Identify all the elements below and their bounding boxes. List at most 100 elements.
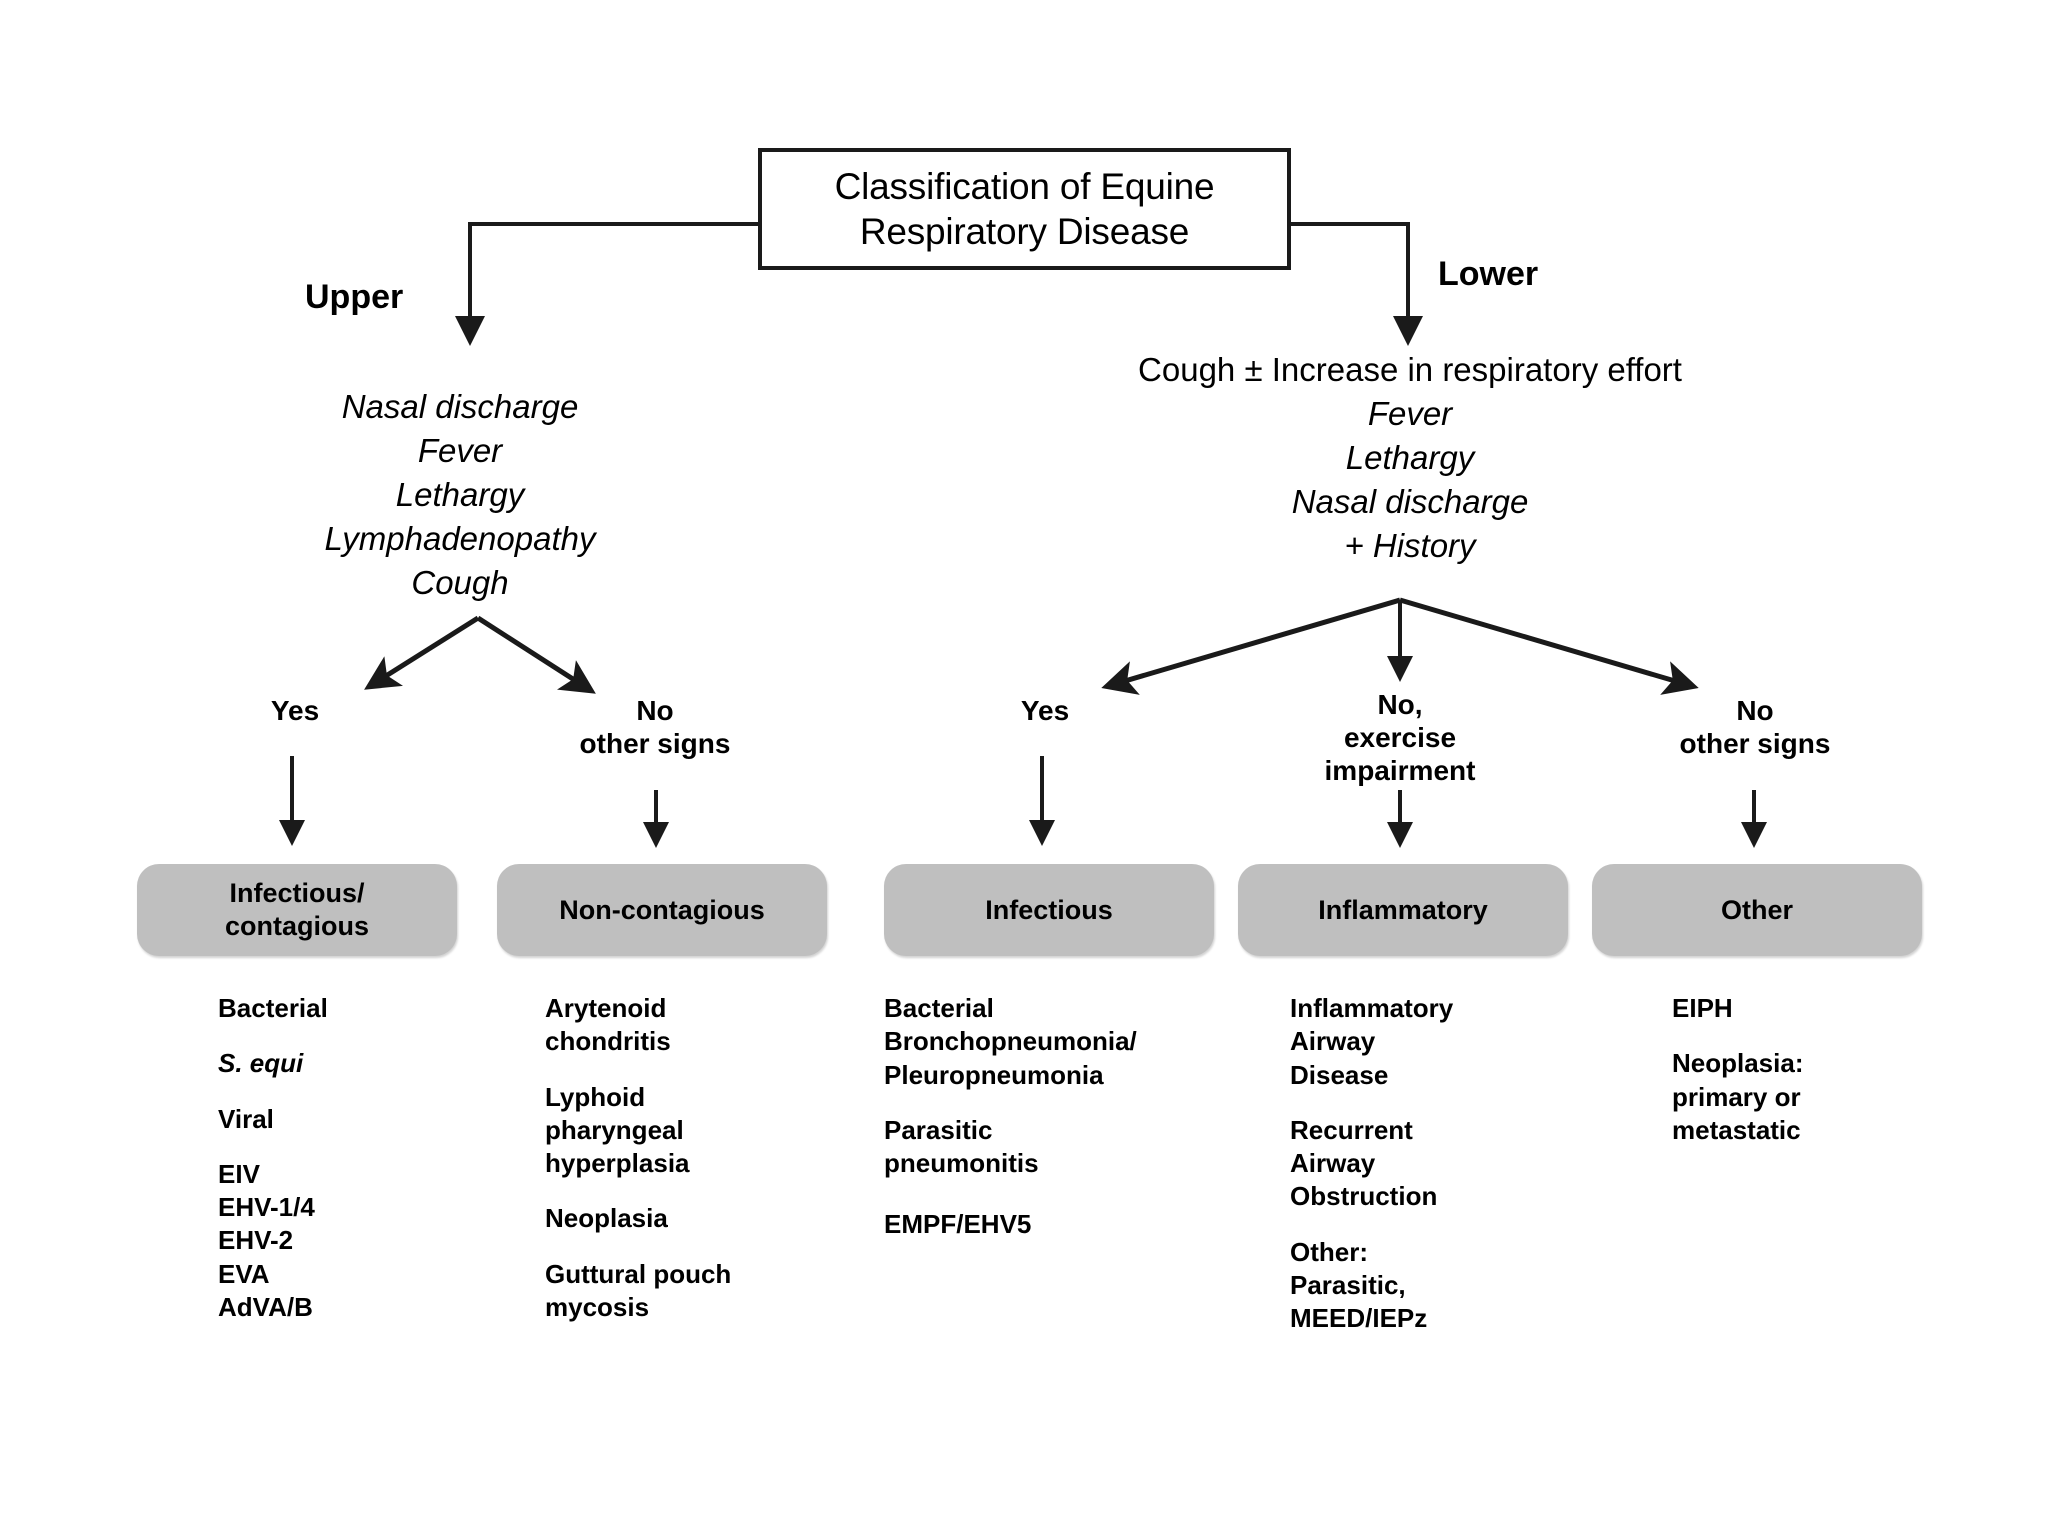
lower-fork-middle-line — [1398, 600, 1402, 662]
stem-lower-mid-arrow — [1387, 822, 1413, 848]
diagram-title-box: Classification of Equine Respiratory Dis… — [758, 148, 1291, 270]
detail-item: EIPH — [1672, 993, 1733, 1023]
upper-symptom-4: Cough — [411, 563, 509, 601]
stem-lower-mid — [1398, 790, 1402, 830]
detail-list-inflammatory: Inflammatory Airway Disease Recurrent Ai… — [1290, 992, 1570, 1335]
category-box-infectious-line1: Infectious — [985, 894, 1113, 925]
detail-item: Recurrent — [1290, 1114, 1413, 1145]
title-line-2: Respiratory Disease — [859, 211, 1190, 252]
connector-top-right-horizontal — [1288, 222, 1410, 226]
detail-list-other: EIPH Neoplasia: primary or metastatic — [1672, 992, 1952, 1147]
upper-symptom-0: Nasal discharge — [341, 388, 579, 425]
detail-item: Bacterial — [218, 993, 328, 1023]
lower-mid-text-2: exercise — [1343, 722, 1457, 754]
lower-fork-right-label: No other signs — [1640, 694, 1870, 760]
detail-item: Viral — [218, 1103, 274, 1134]
lower-fork-middle-arrow — [1387, 656, 1413, 682]
detail-item: Bacterial — [884, 993, 994, 1023]
category-box-non-contagious[interactable]: Non-contagious — [497, 864, 827, 956]
upper-fork-right-arrow — [476, 615, 596, 694]
lower-symptom-2: Lethargy — [1345, 438, 1475, 476]
category-box-non-contagious-line1: Non-contagious — [559, 894, 765, 925]
detail-item: EMPF/EHV5 — [884, 1209, 1032, 1240]
upper-yes-text: Yes — [270, 695, 320, 726]
category-box-other[interactable]: Other — [1592, 864, 1922, 956]
upper-no-text-1: No — [636, 695, 674, 726]
category-box-other-line1: Other — [1720, 894, 1793, 925]
lower-symptom-list: Cough ± Increase in respiratory effort F… — [1030, 348, 1790, 567]
detail-item: Parasitic, — [1290, 1269, 1406, 1300]
detail-item: Parasitic — [884, 1114, 993, 1145]
arrow-upper-branch — [455, 316, 485, 346]
detail-item: primary or — [1672, 1081, 1801, 1112]
connector-top-left-vertical — [468, 222, 472, 322]
connector-top-right-vertical — [1406, 222, 1410, 322]
lower-fork-right-arrow — [1399, 597, 1699, 695]
detail-item: Neoplasia — [545, 1203, 668, 1234]
lower-symptom-1: Fever — [1367, 394, 1453, 432]
detail-item: chondritis — [545, 1026, 671, 1057]
stem-upper-yes — [290, 756, 294, 826]
category-box-inflammatory[interactable]: Inflammatory — [1238, 864, 1568, 956]
stem-lower-right — [1752, 790, 1756, 830]
lower-fork-left-arrow — [1101, 597, 1401, 695]
detail-item: Disease — [1290, 1059, 1389, 1090]
branch-label-lower: Lower — [1438, 255, 1539, 293]
detail-item: Obstruction — [1290, 1181, 1438, 1212]
detail-item: hyperplasia — [545, 1148, 690, 1179]
detail-item: Guttural pouch — [545, 1258, 732, 1289]
detail-item: EVA — [218, 1258, 270, 1289]
upper-fork-left-arrow — [364, 615, 480, 690]
stem-upper-yes-arrow — [279, 820, 305, 846]
stem-lower-yes — [1040, 756, 1044, 826]
category-box-infectious-contagious-line1: Infectious/ — [229, 878, 365, 909]
lower-fork-yes-label: Yes — [985, 694, 1105, 727]
branch-label-upper: Upper — [305, 278, 404, 316]
detail-item: S. equi — [218, 1048, 304, 1079]
detail-item: EIV — [218, 1158, 260, 1189]
detail-item: Airway — [1290, 1026, 1376, 1057]
lower-yes-text: Yes — [1020, 695, 1070, 726]
upper-symptom-2: Lethargy — [395, 475, 525, 513]
detail-list-infectious: Bacterial Bronchopneumonia/ Pleuropneumo… — [884, 992, 1224, 1242]
detail-item: pneumonitis — [884, 1148, 1039, 1179]
lower-mid-text-1: No, — [1377, 689, 1423, 720]
detail-item: EHV-1/4 — [218, 1192, 315, 1223]
stem-lower-right-arrow — [1741, 822, 1767, 848]
detail-item: Neoplasia: — [1672, 1048, 1804, 1079]
stem-upper-no — [654, 790, 658, 830]
detail-item: mycosis — [545, 1291, 650, 1322]
lower-right-text-2: other signs — [1679, 728, 1831, 760]
title-line-1: Classification of Equine — [834, 165, 1215, 207]
lower-symptom-3: Nasal discharge — [1291, 482, 1529, 520]
lower-symptom-4: + History — [1344, 526, 1476, 564]
lower-symptom-0: Cough ± Increase in respiratory effort — [1138, 351, 1682, 388]
detail-list-infectious-contagious: Bacterial S. equi Viral EIV EHV-1/4 EHV-… — [218, 992, 498, 1324]
upper-symptom-list: Nasal discharge Fever Lethargy Lymphaden… — [235, 385, 685, 604]
detail-item: Pleuropneumonia — [884, 1059, 1104, 1090]
detail-item: Bronchopneumonia/ — [884, 1026, 1137, 1057]
upper-fork-no-label: No other signs — [540, 694, 770, 760]
detail-item: Arytenoid — [545, 993, 667, 1023]
category-box-infectious-contagious[interactable]: Infectious/ contagious — [137, 864, 457, 956]
category-box-inflammatory-line1: Inflammatory — [1318, 894, 1488, 925]
detail-item: MEED/IEPz — [1290, 1303, 1428, 1334]
detail-item: Other: — [1290, 1236, 1368, 1267]
stem-lower-yes-arrow — [1029, 820, 1055, 846]
lower-right-text-1: No — [1736, 695, 1774, 726]
upper-fork-yes-label: Yes — [235, 694, 355, 727]
detail-list-non-contagious: Arytenoid chondritis Lyphoid pharyngeal … — [545, 992, 845, 1324]
upper-no-text-2: other signs — [579, 728, 731, 760]
category-box-infectious[interactable]: Infectious — [884, 864, 1214, 956]
upper-symptom-3: Lymphadenopathy — [324, 519, 596, 557]
detail-item: Lyphoid — [545, 1081, 646, 1112]
lower-mid-text-3: impairment — [1324, 755, 1476, 787]
stem-upper-no-arrow — [643, 822, 669, 848]
arrow-lower-branch — [1393, 316, 1423, 346]
detail-item: Airway — [1290, 1148, 1376, 1179]
detail-item: Inflammatory — [1290, 993, 1454, 1023]
upper-symptom-1: Fever — [417, 431, 503, 469]
detail-item: metastatic — [1672, 1114, 1801, 1145]
category-box-infectious-contagious-line2: contagious — [224, 911, 369, 941]
